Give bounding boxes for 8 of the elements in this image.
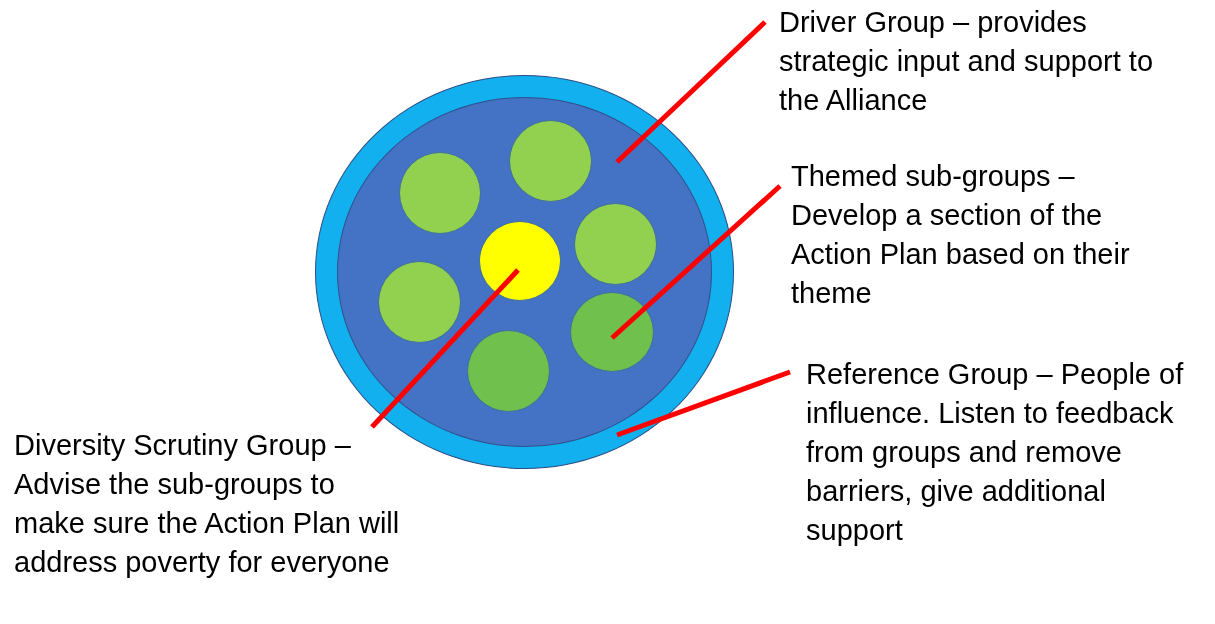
callout-text: Diversity Scrutiny Group – Advise the sub-groups to make sure the Action Plan will address poverty for everyone bbox=[14, 426, 410, 582]
leader-line bbox=[610, 184, 782, 340]
callout-text: Driver Group – provides strategic input and support to the Alliance bbox=[779, 3, 1177, 120]
callout-text: Themed sub-groups – Develop a section of the Action Plan based on their theme bbox=[791, 157, 1187, 313]
callout-text: Reference Group – People of influence. Listen to feedback from groups and remove barriers, give additional support bbox=[806, 355, 1210, 550]
leader-line bbox=[370, 268, 520, 429]
leader-line bbox=[615, 20, 767, 164]
leader-line bbox=[616, 369, 791, 438]
